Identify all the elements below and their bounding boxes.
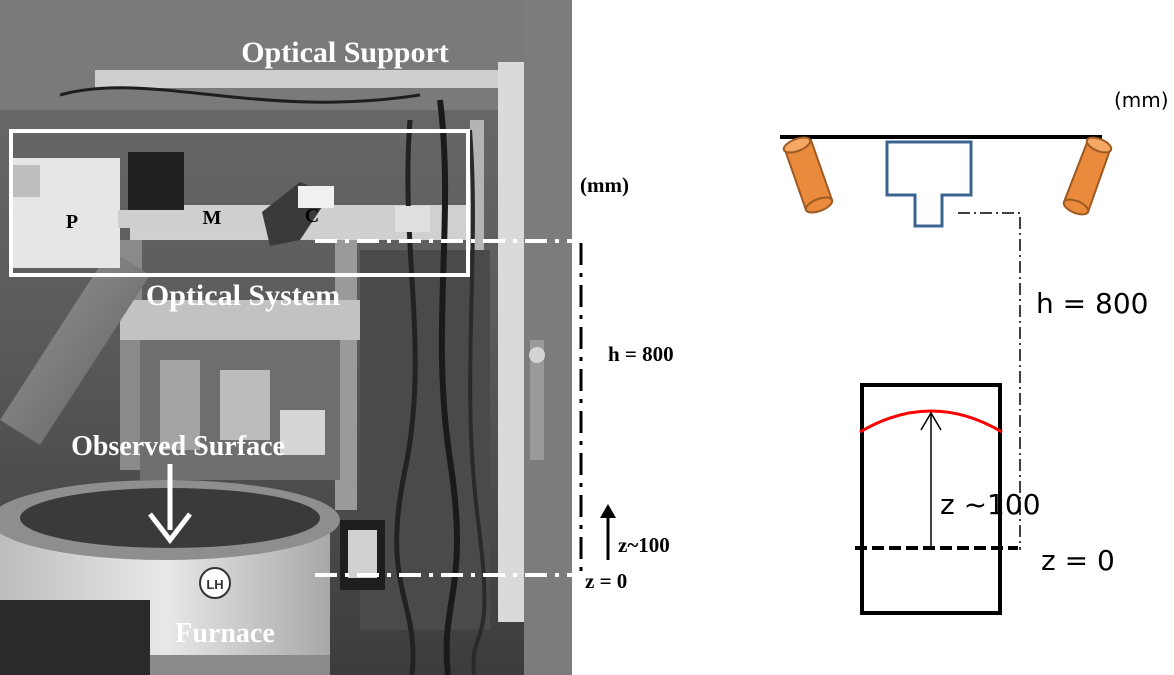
label-observed-surface: Observed Surface (71, 431, 285, 462)
furnace-logo-text: LH (206, 577, 223, 592)
gauge-dial (529, 347, 545, 363)
cable-bundle-2 (437, 99, 460, 675)
cable-overhead (59, 86, 421, 104)
gauge-pipe (530, 340, 544, 460)
mirror-box (128, 152, 184, 210)
optical-system-box (9, 129, 470, 277)
exhaust-pipe (0, 250, 150, 445)
label-camera: C (305, 205, 319, 227)
left-camera-icon (782, 136, 834, 214)
label-optical-system: Optical System (146, 279, 340, 312)
optical-support-frame-right (498, 62, 524, 622)
furnace-logo-badge (199, 567, 231, 599)
schematic-diagram: (mm) h = 800 z ~100 z = 0 (780, 88, 1169, 615)
photo-wall-upper (0, 0, 572, 110)
rack-detail-3 (280, 410, 325, 455)
schematic-depth-arrow-head (920, 411, 942, 431)
photo-zero-label: z = 0 (585, 569, 627, 593)
right-wall (524, 0, 572, 675)
label-mirror: M (203, 207, 222, 229)
schematic-height-label: h = 800 (1036, 287, 1148, 320)
camera-mount (298, 186, 334, 208)
observed-surface-curve (859, 409, 1003, 434)
furnace-body: LH (0, 480, 385, 675)
observed-surface-arrow (148, 464, 192, 545)
optical-support-crossbar (120, 300, 360, 340)
label-projector: P (66, 211, 78, 233)
furnace-base (150, 655, 330, 675)
optical-system-device (12, 152, 430, 268)
photo-height-label: h = 800 (608, 342, 674, 366)
schematic-height-line (958, 212, 1021, 550)
photo-depth-arrow-head (600, 504, 616, 518)
rack-detail-1 (160, 360, 200, 450)
rack-detail-2 (220, 370, 270, 440)
photo-unit-label: (mm) (580, 173, 629, 197)
furnace-shadow-block (0, 600, 150, 675)
schematic-zero-label: z = 0 (1041, 544, 1115, 577)
connector-block (395, 206, 430, 232)
label-furnace: Furnace (175, 618, 275, 649)
lab-photo: LH Optical Support Optical System Observ… (0, 0, 578, 675)
cable-bundle-3 (468, 129, 487, 675)
projector-lens (12, 165, 40, 197)
right-camera-icon (1062, 136, 1113, 216)
optical-support-frame-top (95, 70, 525, 88)
label-optical-support: Optical Support (241, 36, 449, 69)
furnace-side-box-inner (348, 530, 377, 578)
schematic-depth-label: z ~100 (940, 488, 1041, 521)
schematic-unit-label: (mm) (1114, 88, 1169, 112)
projector-icon (885, 140, 973, 228)
photo-scale: (mm) h = 800 z~100 z = 0 (579, 173, 674, 593)
photo-depth-label: z~100 (618, 533, 670, 557)
